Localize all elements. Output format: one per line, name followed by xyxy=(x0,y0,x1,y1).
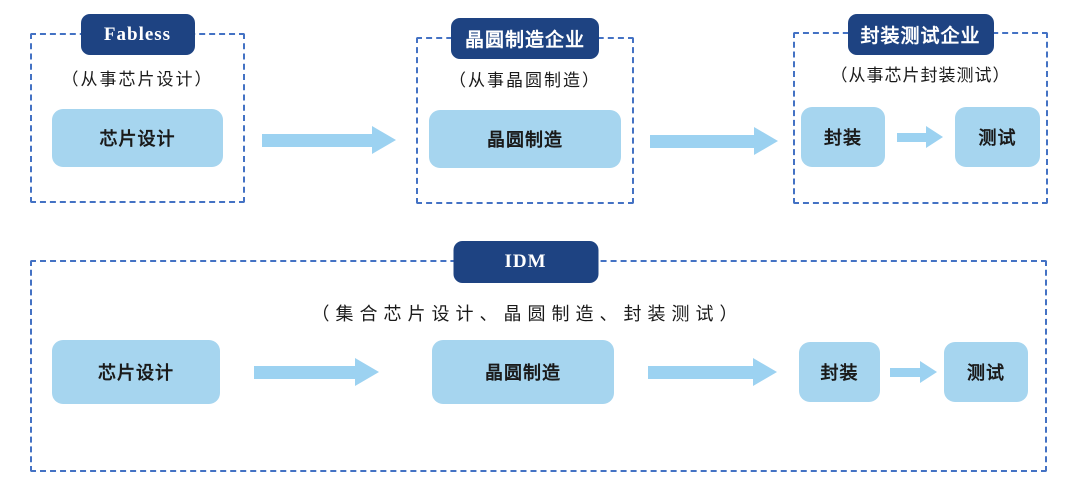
step-testing-label: 测试 xyxy=(978,128,1017,149)
osat-steps-row: 封装 测试 xyxy=(795,107,1046,167)
foundry-group: 晶圆制造企业 （从事晶圆制造） 晶圆制造 xyxy=(416,18,634,204)
flow-arrow-packaging-to-testing-idm xyxy=(890,361,937,383)
step-testing: 测试 xyxy=(955,107,1040,167)
osat-badge-label: 封装测试企业 xyxy=(860,26,981,47)
arrow-head-icon xyxy=(754,127,778,155)
idm-badge: IDM xyxy=(453,241,598,283)
osat-subtitle: （从事芯片封装测试） xyxy=(830,66,1011,86)
osat-badge: 封装测试企业 xyxy=(847,14,994,55)
idm-group: IDM （集合芯片设计、晶圆制造、封装测试） 芯片设计 晶圆制造 封装 测试 xyxy=(30,241,1047,472)
fabless-steps-row: 芯片设计 xyxy=(32,109,243,167)
step-packaging: 封装 xyxy=(801,107,885,167)
flow-arrow-foundry-to-osat xyxy=(650,126,778,156)
idm-subtitle: （集合芯片设计、晶圆制造、封装测试） xyxy=(311,304,744,325)
flow-arrow-fab-to-packaging xyxy=(648,357,777,387)
flow-arrow-fabless-to-foundry xyxy=(262,125,396,155)
arrow-bar xyxy=(897,132,926,142)
step-wafer-fabrication: 晶圆制造 xyxy=(429,110,621,168)
foundry-badge: 晶圆制造企业 xyxy=(451,18,599,59)
idm-step-wafer-fabrication: 晶圆制造 xyxy=(432,340,614,404)
fabless-badge-label: Fabless xyxy=(103,23,172,45)
arrow-head-icon xyxy=(753,358,777,386)
arrow-bar xyxy=(262,133,372,147)
idm-step-testing: 测试 xyxy=(944,342,1028,402)
idm-step-testing-label: 测试 xyxy=(967,363,1005,384)
foundry-badge-label: 晶圆制造企业 xyxy=(464,30,585,51)
step-chip-design: 芯片设计 xyxy=(52,109,223,167)
idm-step-wafer-fabrication-label: 晶圆制造 xyxy=(485,363,561,384)
arrow-bar xyxy=(648,365,753,379)
flow-arrow-design-to-fab xyxy=(254,357,379,387)
arrow-head-icon xyxy=(372,126,396,154)
step-chip-design-label: 芯片设计 xyxy=(99,129,176,150)
arrow-bar xyxy=(254,365,355,379)
arrow-head-icon xyxy=(355,358,379,386)
step-packaging-label: 封装 xyxy=(824,128,862,149)
fabless-badge: Fabless xyxy=(80,14,195,55)
osat-group: 封装测试企业 （从事芯片封装测试） 封装 测试 xyxy=(793,14,1048,204)
idm-step-chip-design-label: 芯片设计 xyxy=(98,363,174,384)
foundry-subtitle: （从事晶圆制造） xyxy=(449,71,601,91)
idm-step-packaging: 封装 xyxy=(799,342,880,402)
idm-badge-label: IDM xyxy=(504,251,547,272)
step-wafer-fabrication-label: 晶圆制造 xyxy=(487,130,563,151)
fabless-subtitle: （从事芯片设计） xyxy=(61,70,214,90)
arrow-bar xyxy=(650,134,754,148)
idm-step-chip-design: 芯片设计 xyxy=(52,340,220,404)
arrow-head-icon xyxy=(926,126,943,148)
idm-step-packaging-label: 封装 xyxy=(820,363,859,384)
arrow-head-icon xyxy=(920,361,937,383)
flow-arrow-packaging-to-testing xyxy=(897,126,943,148)
arrow-bar xyxy=(890,367,920,377)
foundry-steps-row: 晶圆制造 xyxy=(418,110,632,168)
fabless-group: Fabless （从事芯片设计） 芯片设计 xyxy=(30,14,245,203)
